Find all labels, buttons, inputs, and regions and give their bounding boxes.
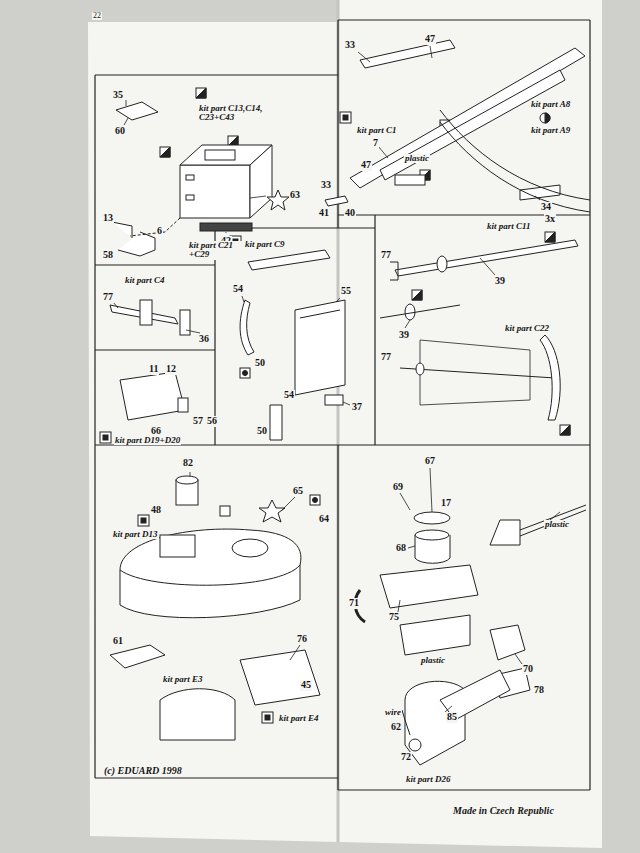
callout-number: 66: [150, 426, 162, 437]
callout-number: 56: [206, 416, 218, 427]
kit-part-note: kit part C22: [504, 324, 550, 333]
callout-number: 69: [392, 482, 404, 493]
kit-part-note: kit part C1: [356, 126, 398, 135]
callout-number: 13: [102, 213, 114, 224]
callout-number: 37: [351, 402, 363, 413]
callout-number: 68: [395, 543, 407, 554]
material-note: wire: [384, 708, 402, 717]
callout-number: 70: [522, 664, 534, 675]
kit-part-note: kit part E3: [162, 675, 204, 684]
callout-number: 35: [112, 90, 124, 101]
kit-part-note: kit part C13,C14, C23+C43: [198, 104, 278, 123]
callout-number: 82: [182, 458, 194, 469]
callout-number: 34: [540, 202, 552, 213]
callout-number: 50: [256, 426, 268, 437]
footer-text: Made in Czech Republic: [452, 806, 555, 817]
callout-number: 77: [380, 352, 392, 363]
callout-number: 11: [148, 364, 159, 375]
page-number: 22: [92, 12, 102, 20]
kit-part-note: kit part C21 +C29: [188, 241, 242, 260]
callout-number: 54: [283, 390, 295, 401]
callout-number: 7: [372, 138, 379, 149]
callout-number: 47: [424, 34, 436, 45]
callout-number: 33: [344, 40, 356, 51]
kit-part-note: kit part D26: [405, 775, 452, 784]
kit-part-note: kit part D13: [112, 530, 159, 539]
callout-number: 63: [289, 190, 301, 201]
panel-borders: [95, 20, 590, 790]
callout-number: 17: [440, 498, 452, 509]
callout-number: 3x: [544, 214, 556, 225]
leader-lines: [113, 46, 560, 712]
callout-number: 36: [198, 334, 210, 345]
callout-number: 41: [318, 208, 330, 219]
paper-sheet: [88, 0, 602, 848]
callout-number: 33: [320, 180, 332, 191]
callout-number: 58: [102, 250, 114, 261]
callout-number: 55: [340, 286, 352, 297]
callout-number: 71: [348, 598, 360, 609]
callout-number: 6: [156, 226, 163, 237]
callout-number: 75: [388, 612, 400, 623]
callout-number: 39: [398, 330, 410, 341]
callout-number: 67: [424, 456, 436, 467]
callout-number: 48: [150, 505, 162, 516]
callout-number: 45: [300, 680, 312, 691]
kit-part-note: kit part A9: [530, 126, 571, 135]
material-note: plastic: [420, 656, 446, 665]
callout-number: 64: [318, 514, 330, 525]
kit-part-note: kit part C4: [124, 276, 166, 285]
callout-number: 47: [360, 160, 372, 171]
callout-number: 12: [165, 364, 177, 375]
callout-number: 78: [533, 685, 545, 696]
callout-number: 50: [254, 358, 266, 369]
callout-number: 40: [344, 208, 356, 219]
kit-part-note: kit part A8: [530, 100, 571, 109]
callout-number: 61: [112, 636, 124, 647]
callout-number: 57: [192, 416, 204, 427]
callout-number: 85: [446, 712, 458, 723]
part-drawings: [110, 40, 590, 765]
callout-number: 65: [292, 486, 304, 497]
callout-number: 77: [380, 250, 392, 261]
kit-part-note: kit part D19+D20: [114, 436, 181, 445]
callout-number: 60: [114, 126, 126, 137]
material-note: plastic: [544, 520, 570, 529]
callout-number: 76: [296, 634, 308, 645]
kit-part-note: kit part E4: [278, 714, 320, 723]
callout-number: 54: [232, 284, 244, 295]
callout-number: 77: [102, 292, 114, 303]
material-note: plastic: [404, 154, 430, 163]
callout-number: 62: [390, 722, 402, 733]
callout-number: 72: [400, 752, 412, 763]
callout-number: 39: [494, 276, 506, 287]
fold-symbols: [100, 88, 570, 723]
footer-text: (c) EDUARD 1998: [103, 766, 183, 777]
kit-part-note: kit part C11: [486, 222, 532, 231]
kit-part-note: kit part C9: [244, 240, 286, 249]
